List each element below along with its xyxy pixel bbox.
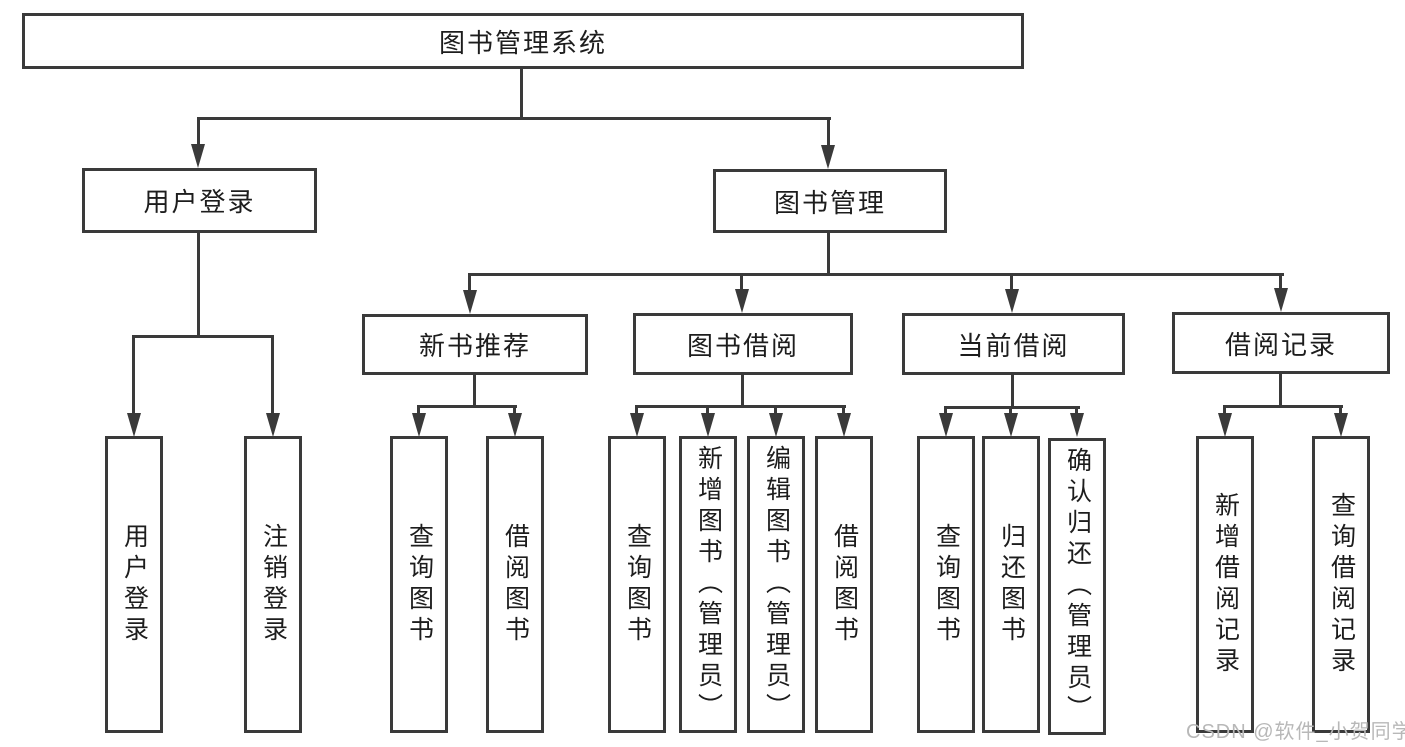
arrowhead-down-icon [266, 413, 280, 437]
leaf-edit-book-admin: 编辑图书（管理员） [747, 436, 805, 733]
connector-line [197, 117, 200, 146]
leaf-return-books: 归还图书 [982, 436, 1040, 733]
watermark-text: CSDN @软件_小贺同学 [1186, 721, 1405, 743]
arrowhead-down-icon [463, 290, 477, 314]
connector-line [197, 233, 200, 338]
node-book-borrowing: 图书借阅 [633, 313, 853, 375]
arrowhead-down-icon [1274, 288, 1288, 312]
arrowhead-down-icon [837, 413, 851, 437]
connector-line [132, 335, 274, 338]
node-label: 图书管理系统 [438, 27, 607, 58]
arrowhead-down-icon [1334, 413, 1348, 437]
connector-line [473, 375, 476, 407]
node-label: 借阅记录 [1224, 329, 1337, 360]
node-label: 图书借阅 [686, 330, 799, 361]
connector-line [1223, 405, 1226, 415]
node-label: 用户登录 [143, 187, 256, 217]
connector-line [827, 117, 830, 146]
arrowhead-down-icon [412, 413, 426, 437]
connector-line [197, 117, 831, 120]
arrowhead-down-icon [735, 289, 749, 313]
connector-line [635, 405, 638, 415]
node-label: 确认归还（管理员） [1063, 447, 1092, 726]
connector-line [520, 68, 523, 118]
connector-line [1011, 375, 1014, 408]
node-label: 图书管理 [773, 187, 886, 218]
connector-line [468, 273, 471, 293]
node-label: 新书推荐 [418, 331, 531, 361]
connector-line [1279, 374, 1282, 407]
leaf-query-borrow-record: 查询借阅记录 [1312, 436, 1370, 733]
connector-line [706, 405, 709, 415]
connector-line [944, 406, 947, 415]
leaf-borrow-books: 借阅图书 [815, 436, 873, 733]
connector-line [1279, 273, 1282, 293]
leaf-query-books-borrow: 查询图书 [608, 436, 666, 733]
node-label: 当前借阅 [957, 330, 1070, 361]
connector-line [468, 273, 1284, 276]
arrowhead-down-icon [1005, 289, 1019, 313]
node-library-management-system: 图书管理系统 [22, 13, 1024, 69]
arrowhead-down-icon [508, 413, 522, 437]
leaf-logout: 注销登录 [244, 436, 302, 733]
connector-line [132, 335, 135, 415]
node-label: 借阅图书 [830, 522, 859, 647]
leaf-query-books-recommend: 查询图书 [390, 436, 448, 733]
node-label: 新增图书（管理员） [694, 445, 723, 724]
connector-line [513, 405, 516, 415]
arrowhead-down-icon [939, 413, 953, 437]
leaf-confirm-return-admin: 确认归还（管理员） [1048, 438, 1106, 735]
node-label: 用户登录 [120, 522, 149, 647]
connector-line [1223, 405, 1343, 408]
node-current-borrowing: 当前借阅 [902, 313, 1125, 375]
node-label: 查询图书 [405, 522, 434, 647]
arrowhead-down-icon [1070, 413, 1084, 437]
connector-line [741, 375, 744, 407]
arrowhead-down-icon [630, 413, 644, 437]
node-borrowing-records: 借阅记录 [1172, 312, 1390, 374]
node-label: 查询图书 [623, 522, 652, 647]
connector-line [827, 233, 830, 275]
node-label: 注销登录 [259, 522, 288, 647]
connector-line [1009, 406, 1012, 415]
node-label: 借阅图书 [501, 522, 530, 647]
node-label: 查询图书 [932, 522, 961, 647]
leaf-borrow-books-recommend: 借阅图书 [486, 436, 544, 733]
connector-line [635, 405, 846, 408]
node-label: 归还图书 [997, 522, 1026, 647]
arrowhead-down-icon [191, 144, 205, 168]
connector-line [944, 406, 1080, 409]
leaf-add-borrow-record: 新增借阅记录 [1196, 436, 1254, 733]
connector-line [1075, 406, 1078, 415]
node-book-management: 图书管理 [713, 169, 947, 233]
leaf-user-login: 用户登录 [105, 436, 163, 733]
connector-line [774, 405, 777, 415]
connector-line [271, 335, 274, 415]
leaf-query-books-current: 查询图书 [917, 436, 975, 733]
node-user-login: 用户登录 [82, 168, 317, 233]
node-label: 编辑图书（管理员） [762, 445, 791, 724]
node-label: 新增借阅记录 [1211, 491, 1240, 678]
node-label: 查询借阅记录 [1327, 491, 1356, 678]
node-new-book-recommendation: 新书推荐 [362, 314, 588, 375]
connector-line [417, 405, 420, 415]
arrowhead-down-icon [1004, 413, 1018, 437]
connector-line [417, 405, 517, 408]
arrowhead-down-icon [701, 413, 715, 437]
connector-line [740, 273, 743, 293]
leaf-add-book-admin: 新增图书（管理员） [679, 436, 737, 733]
connector-line [1010, 273, 1013, 293]
connector-line [1339, 405, 1342, 415]
connector-line [842, 405, 845, 415]
arrowhead-down-icon [769, 413, 783, 437]
arrowhead-down-icon [1218, 413, 1232, 437]
arrowhead-down-icon [821, 145, 835, 169]
arrowhead-down-icon [127, 413, 141, 437]
